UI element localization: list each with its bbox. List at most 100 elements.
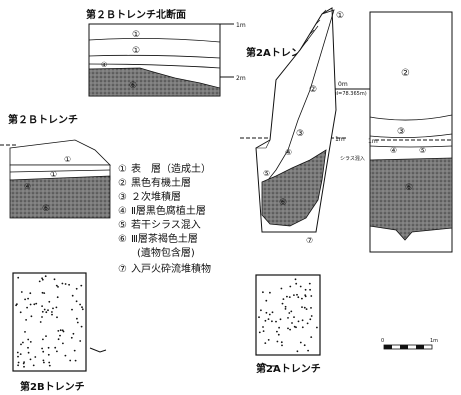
legend-text-1: 表 層（造成土） — [131, 162, 211, 175]
artifact-dot — [72, 332, 75, 335]
artifact-dot — [301, 326, 304, 329]
artifact-dot — [47, 346, 50, 349]
artifact-dot — [81, 306, 83, 309]
artifact-dot — [17, 276, 20, 279]
artifact-dot — [258, 316, 260, 319]
artifact-dot — [69, 359, 72, 362]
artifact-dot — [17, 355, 19, 358]
artifact-dot — [51, 313, 53, 316]
artifact-dot — [80, 325, 83, 328]
artifact-dot — [75, 300, 78, 303]
artifact-dot — [71, 294, 74, 297]
artifact-dot — [297, 320, 300, 323]
scale-min: 0 — [381, 338, 384, 344]
artifact-dot — [260, 309, 262, 312]
artifact-dot — [29, 303, 32, 306]
artifact-dot — [282, 298, 285, 300]
artifact-dot — [305, 308, 308, 310]
artifact-dot — [29, 358, 32, 361]
legend-num-3: ③ — [118, 192, 127, 203]
2ae-layer-6: ⑥ — [405, 183, 413, 193]
2bw-layer-4: ④ — [24, 182, 31, 191]
artifact-dot — [289, 285, 292, 288]
mark-0m: 0m — [338, 81, 348, 88]
artifact-dot — [295, 282, 298, 285]
legend-text-5: 若干シラス混入 — [131, 218, 201, 231]
artifact-dot — [42, 359, 45, 362]
artifact-dot — [310, 307, 312, 309]
artifact-dot — [22, 362, 25, 365]
mark-2m-a: 2m — [236, 75, 246, 82]
2bw-layer-1b: ① — [50, 170, 57, 179]
2bw-layer-1a: ① — [64, 155, 71, 164]
artifact-dot — [25, 319, 27, 321]
mark-level: (Level=78.365m) — [323, 91, 367, 97]
artifact-dot — [284, 305, 287, 308]
plan-2b-label: 第2Bトレンチ — [20, 380, 85, 393]
artifact-dot — [310, 295, 313, 297]
artifact-dot — [307, 349, 309, 352]
artifact-dot — [22, 341, 24, 344]
artifact-dot — [41, 316, 43, 318]
artifact-dot — [295, 326, 297, 329]
artifact-dot — [16, 351, 19, 354]
2bw-layer-6: ⑥ — [42, 204, 50, 214]
artifact-dot — [15, 304, 17, 307]
2a-layer-4: ④ — [285, 148, 292, 157]
artifact-dot — [17, 361, 20, 364]
artifact-dot — [19, 353, 22, 355]
plan-2a-label: 第2Aトレンチ — [256, 362, 321, 375]
legend-num-4: ④ — [118, 206, 127, 217]
artifact-dot — [35, 302, 38, 305]
artifact-dot — [45, 311, 48, 314]
artifact-dot — [280, 287, 283, 290]
plan-2a-artifact-dots — [258, 278, 318, 353]
plan-2a: 第2Aトレンチ — [255, 274, 321, 375]
artifact-dot — [52, 307, 54, 310]
artifact-dot — [48, 361, 51, 364]
artifact-dot — [297, 296, 300, 299]
artifact-dot — [306, 322, 309, 325]
artifact-dot — [80, 284, 83, 287]
artifact-dot — [265, 311, 268, 314]
artifact-dot — [64, 354, 67, 357]
artifact-dot — [293, 316, 295, 318]
artifact-dot — [309, 318, 312, 321]
artifact-dot — [281, 344, 283, 347]
artifact-dot — [287, 327, 289, 330]
artifact-dot — [20, 291, 23, 293]
legend-text-3: ２次堆積層 — [131, 190, 181, 203]
mark-1m-b: 1m — [335, 136, 345, 143]
artifact-dot — [277, 333, 280, 336]
2bn-layer-1a: ① — [132, 30, 140, 40]
artifact-dot — [54, 346, 57, 349]
artifact-dot — [279, 318, 282, 321]
artifact-dot — [44, 275, 47, 278]
legend-num-7: ⑦ — [118, 264, 127, 275]
label-2a-trench: 第2Aトレンチ — [246, 46, 311, 59]
artifact-dot — [301, 319, 304, 322]
artifact-dot — [38, 280, 41, 283]
artifact-dot — [304, 288, 307, 291]
artifact-dot — [48, 364, 51, 367]
artifact-dot — [29, 292, 32, 295]
artifact-dot — [296, 293, 298, 296]
artifact-dot — [70, 336, 73, 339]
artifact-dot — [293, 294, 295, 296]
2a-layer-2: ② — [309, 85, 317, 95]
artifact-dot — [258, 331, 261, 334]
artifact-dot — [308, 282, 311, 285]
legend-text-6b: (遺物包含層) — [137, 246, 195, 259]
artifact-dot — [278, 326, 280, 329]
2ae-layer-4: ④ — [390, 146, 397, 155]
2bn-layer-4: ④ — [101, 61, 107, 69]
artifact-dot — [303, 306, 306, 309]
artifact-dot — [32, 364, 35, 367]
title-2b-north: 第２Ｂトレンチ北断面 — [86, 8, 186, 21]
artifact-dot — [288, 296, 291, 298]
artifact-dot — [76, 321, 79, 324]
